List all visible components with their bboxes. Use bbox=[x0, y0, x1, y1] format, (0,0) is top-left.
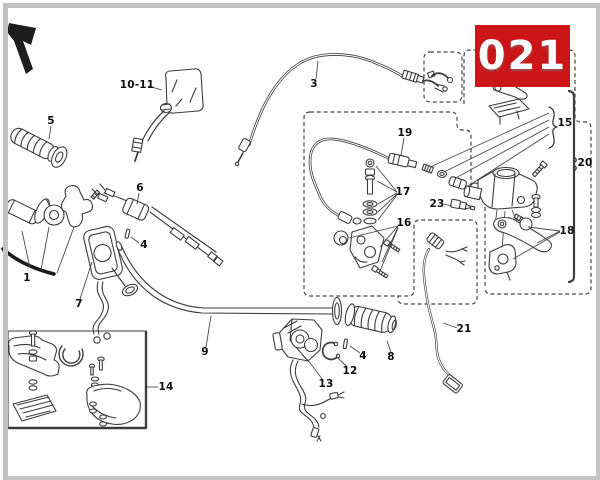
hose-fittings-drawing bbox=[362, 158, 378, 225]
part-label-7: 7 bbox=[75, 298, 83, 310]
part-label-13: 13 bbox=[318, 378, 334, 390]
part-label-4b: 4 bbox=[359, 350, 367, 362]
part-label-17: 17 bbox=[395, 186, 411, 198]
small-lever-drawing bbox=[426, 70, 454, 84]
part-label-23: 23 bbox=[429, 198, 445, 210]
left-grip-drawing bbox=[10, 127, 68, 168]
handguard-kit-contents bbox=[8, 330, 141, 427]
left-switch-drawing bbox=[83, 225, 139, 344]
group-braces bbox=[548, 89, 577, 284]
page-number: 021 bbox=[477, 33, 568, 79]
part-label-12: 12 bbox=[342, 365, 358, 377]
part-label-9: 9 bbox=[201, 346, 209, 358]
right-grip-drawing bbox=[344, 303, 397, 334]
part-label-20: 20 bbox=[577, 157, 593, 169]
part-label-18: 18 bbox=[559, 225, 575, 237]
part-label-21: 21 bbox=[456, 323, 472, 335]
part-label-10-11: 10-11 bbox=[119, 79, 155, 91]
part-label-8: 8 bbox=[387, 351, 395, 363]
brake-switch-drawing bbox=[450, 198, 476, 211]
sensor-cable-drawing bbox=[422, 232, 468, 394]
part-label-15: 15 bbox=[557, 117, 573, 129]
part-label-3: 3 bbox=[310, 78, 318, 90]
part-label-1: 1 bbox=[23, 272, 31, 284]
part-label-6: 6 bbox=[136, 182, 144, 194]
handlebar-drawing bbox=[115, 241, 343, 326]
leader-lines bbox=[48, 60, 561, 388]
page-number-badge: 021 bbox=[475, 25, 570, 87]
part-label-5: 5 bbox=[47, 115, 55, 127]
circlip-drawing bbox=[321, 341, 341, 361]
throttle-assembly-drawing bbox=[1, 185, 101, 276]
throttle-cable-drawing bbox=[91, 183, 224, 267]
part-label-19: 19 bbox=[397, 127, 413, 139]
handguard-kit-box bbox=[7, 330, 148, 430]
grip-pin-drawing bbox=[342, 338, 349, 350]
part-label-4a: 4 bbox=[140, 239, 148, 251]
clutch-cable-drawing bbox=[234, 53, 448, 167]
mirror-drawing bbox=[131, 68, 204, 162]
right-switch-drawing bbox=[272, 318, 345, 442]
part-label-16: 16 bbox=[396, 217, 412, 229]
lever-silhouette bbox=[7, 23, 36, 74]
brake-hose-drawing bbox=[308, 137, 418, 225]
part-label-14: 14 bbox=[158, 381, 174, 393]
